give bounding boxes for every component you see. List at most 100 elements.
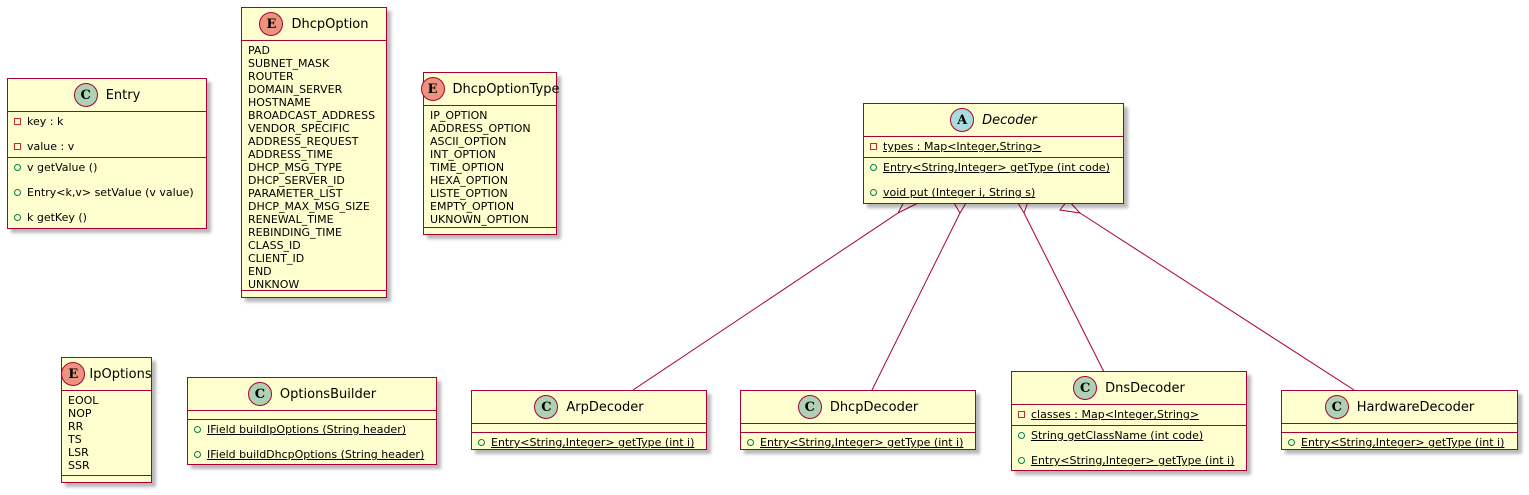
class-name: DhcpDecoder [829,399,919,415]
static-method: Entry<String,Integer> getType (int i) [760,436,964,449]
enum-badge: E [420,77,445,101]
static-method: String getClassName (int code) [1031,429,1204,442]
class-hardwaredecoder[interactable]: C HardwareDecoder Entry<String,Integer> … [1281,390,1518,450]
enum-badge: E [61,362,86,386]
enum-value: DOMAIN_SERVER [248,83,343,96]
public-icon [747,439,754,446]
public-icon [1018,432,1025,439]
public-icon [870,164,877,171]
enum-name: DhcpOption [291,16,369,32]
enum-value: ROUTER [248,70,294,83]
public-icon [14,189,21,196]
enum-value: VENDOR_SPECIFIC [248,122,350,135]
enum-value: UKNOWN_OPTION [430,213,529,226]
enum-value: RR [68,420,84,433]
static-method: Entry<String,Integer> getType (int i) [491,436,695,449]
field: value : v [27,140,75,153]
static-method: void put (Integer i, String s) [883,186,1036,199]
private-icon [14,143,21,150]
enum-value: ADDRESS_REQUEST [248,135,359,148]
public-icon [194,426,201,433]
class-name: OptionsBuilder [279,386,377,402]
class-badge: C [73,83,98,107]
enum-value: DHCP_SERVER_ID [248,174,345,187]
enum-value: EOOL [68,394,99,407]
enum-value: TS [68,433,82,446]
enum-name: IpOptions [89,366,152,382]
class-badge: C [1324,395,1349,419]
public-icon [14,164,21,171]
method: Entry<k,v> setValue (v value) [27,186,194,199]
public-icon [194,451,201,458]
class-badge: C [247,382,272,406]
enum-value: SSR [68,459,90,472]
enum-value: HOSTNAME [248,96,311,109]
class-badge: C [534,395,559,419]
edge-dhcpdecoder-decoder [871,212,961,391]
public-icon [870,189,877,196]
enum-value: END [248,265,272,278]
enum-value: EMPTY_OPTION [430,200,515,213]
static-method: IField buildIpOptions (String header) [207,423,407,436]
class-arpdecoder[interactable]: C ArpDecoder Entry<String,Integer> getTy… [471,390,707,450]
public-icon [14,214,21,221]
inherit-arrowhead-hardware [1059,199,1082,214]
enum-value: LISTE_OPTION [430,187,508,200]
static-field: classes : Map<Integer,String> [1031,408,1200,421]
class-name: Entry [105,87,141,103]
enum-value: PAD [248,44,270,57]
class-entry[interactable]: C Entry key : k value : v v getValue () … [7,78,207,229]
class-badge: C [797,395,822,419]
enum-value: SUBNET_MASK [248,57,330,70]
class-optionsbuilder[interactable]: C OptionsBuilder IField buildIpOptions (… [187,377,437,465]
enum-value: RENEWAL_TIME [248,213,334,226]
abstract-decoder[interactable]: A Decoder types : Map<Integer,String> En… [863,103,1124,204]
class-name: DnsDecoder [1105,380,1185,396]
edge-hardwaredecoder-decoder [1079,212,1355,391]
enum-value: BROADCAST_ADDRESS [248,109,376,122]
enum-value: REBINDING_TIME [248,226,342,239]
enum-value: DHCP_MAX_MSG_SIZE [248,200,370,213]
inherit-arrowhead-dhcp [953,202,967,214]
enum-value: ADDRESS_TIME [248,148,333,161]
private-icon [14,118,21,125]
class-name: ArpDecoder [566,399,644,415]
static-method: Entry<String,Integer> getType (int code) [883,161,1110,174]
class-name: Decoder [982,112,1037,128]
public-icon [1288,439,1295,446]
abstract-badge: A [950,108,975,132]
field: key : k [27,115,64,128]
class-dnsdecoder[interactable]: C DnsDecoder classes : Map<Integer,Strin… [1011,371,1247,471]
enum-value: DHCP_MSG_TYPE [248,161,343,174]
enum-value: ASCII_OPTION [430,135,507,148]
enum-value: ADDRESS_OPTION [430,122,531,135]
enum-value: UNKNOW [248,278,300,291]
private-icon [870,143,877,150]
method: k getKey () [27,211,87,224]
static-method: Entry<String,Integer> getType (int i) [1031,454,1235,467]
class-dhcpdecoder[interactable]: C DhcpDecoder Entry<String,Integer> getT… [740,390,976,450]
class-name: HardwareDecoder [1356,399,1475,415]
static-method: Entry<String,Integer> getType (int i) [1301,436,1505,449]
public-icon [1018,457,1025,464]
private-icon [1018,411,1025,418]
edge-arpdecoder-decoder [632,212,899,391]
class-badge: C [1073,376,1098,400]
enum-value: PARAMETER_LIST [248,187,343,200]
static-method: IField buildDhcpOptions (String header) [207,448,425,461]
enum-value: HEXA_OPTION [430,174,508,187]
edge-dnsdecoder-decoder [1023,212,1105,373]
enum-badge: E [259,12,284,36]
enum-value: INT_OPTION [430,148,496,161]
enum-value: NOP [68,407,92,420]
enum-value: CLIENT_ID [248,252,305,265]
method: v getValue () [27,161,98,174]
static-field: types : Map<Integer,String> [883,140,1042,153]
public-icon [478,439,485,446]
